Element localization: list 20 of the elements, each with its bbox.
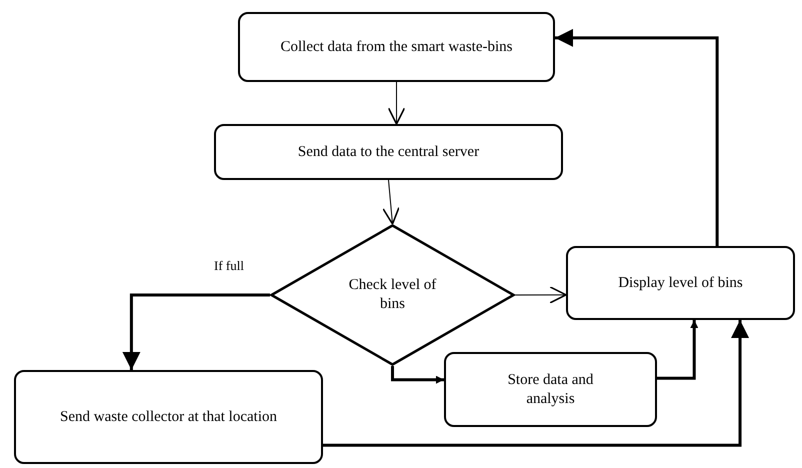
arrow — [391, 366, 444, 384]
step-text: Send waste collector at that location — [60, 408, 277, 426]
arrow — [555, 28, 719, 246]
arrow — [657, 320, 698, 380]
process-box — [238, 12, 555, 82]
process-box — [14, 370, 323, 464]
process-box — [444, 352, 657, 427]
process-box — [566, 246, 795, 320]
arrow — [514, 286, 567, 304]
arrow — [122, 294, 270, 370]
step-text: Check level of bins — [348, 276, 438, 314]
step-text: Collect data from the smart waste-bins — [280, 38, 513, 56]
arrow — [382, 180, 400, 225]
arrow — [388, 82, 406, 125]
step-text: Send data to the central server — [298, 142, 480, 162]
decision-diamond — [270, 224, 515, 366]
process-box — [214, 124, 563, 180]
arrow — [323, 320, 750, 447]
step-text: Display level of bins — [618, 274, 743, 292]
step-text: Store data and analysis — [506, 370, 594, 408]
